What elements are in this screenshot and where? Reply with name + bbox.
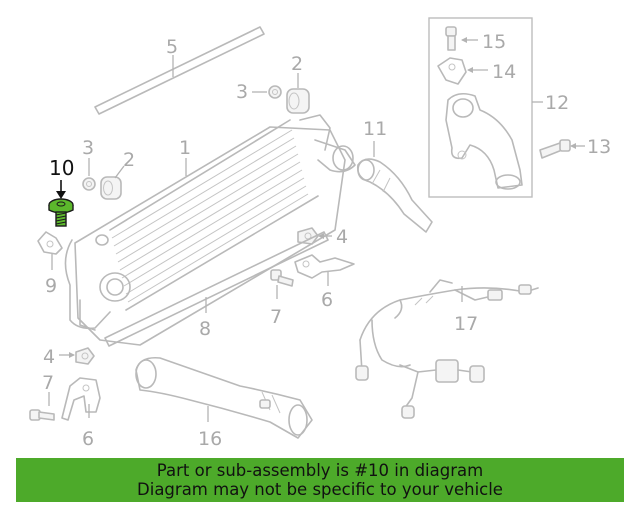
banner-line-1: Part or sub-assembly is #10 in diagram xyxy=(156,461,484,480)
callout-11[interactable]: 11 xyxy=(363,118,387,140)
callout-17[interactable]: 17 xyxy=(454,313,478,335)
part-8-seal-strip xyxy=(104,231,329,347)
part-1-intercooler xyxy=(64,114,356,346)
part-4-nut-right xyxy=(297,227,319,245)
part-14-bracket xyxy=(437,57,467,85)
part-7-bolt-left xyxy=(29,409,55,421)
part-10-bolt-highlighted xyxy=(48,198,74,227)
callout-3-upper[interactable]: 3 xyxy=(236,81,248,103)
part-2-grommet-upper xyxy=(286,88,310,114)
part-11-hose xyxy=(356,158,433,233)
part-2-grommet-left xyxy=(100,176,122,200)
callout-4-left[interactable]: 4 xyxy=(43,346,55,368)
callout-1[interactable]: 1 xyxy=(179,137,191,159)
callout-2-upper[interactable]: 2 xyxy=(291,53,303,75)
part-12-housing xyxy=(445,92,523,190)
banner-line-2: Diagram may not be specific to your vehi… xyxy=(137,480,503,499)
callout-10[interactable]: 10 xyxy=(49,156,74,180)
callout-6-left[interactable]: 6 xyxy=(82,428,94,450)
callout-8[interactable]: 8 xyxy=(199,318,211,340)
callout-13[interactable]: 13 xyxy=(587,136,611,158)
callout-16[interactable]: 16 xyxy=(198,428,222,450)
part-4-nut-left xyxy=(75,347,95,365)
part-12-group-box xyxy=(428,17,533,198)
callout-2-left[interactable]: 2 xyxy=(123,149,135,171)
part-6-bracket-right xyxy=(294,254,355,279)
callout-5[interactable]: 5 xyxy=(166,36,178,58)
part-5-seal-strip xyxy=(94,26,265,115)
info-banner: Part or sub-assembly is #10 in diagram D… xyxy=(16,458,624,502)
part-3-washer-upper xyxy=(268,85,282,99)
callout-14[interactable]: 14 xyxy=(492,61,516,83)
parts-diagram: 5 2 3 3 2 1 xyxy=(29,17,611,450)
part-15-bolt xyxy=(445,26,457,51)
callout-15[interactable]: 15 xyxy=(482,31,506,53)
part-9-bracket xyxy=(37,231,63,255)
callout-12[interactable]: 12 xyxy=(545,92,569,114)
callout-7-right[interactable]: 7 xyxy=(270,306,282,328)
part-16-air-duct xyxy=(135,356,313,439)
callout-9[interactable]: 9 xyxy=(45,275,57,297)
callout-3-left[interactable]: 3 xyxy=(82,137,94,159)
part-17-wiring-harness xyxy=(355,279,539,419)
part-6-bracket-left xyxy=(61,377,101,421)
callout-4-right[interactable]: 4 xyxy=(336,226,348,248)
part-7-bolt-right xyxy=(270,269,294,287)
part-3-washer-left xyxy=(82,177,96,191)
callout-6-right[interactable]: 6 xyxy=(321,289,333,311)
part-13-bolt xyxy=(539,139,571,159)
callout-7-left[interactable]: 7 xyxy=(42,372,54,394)
